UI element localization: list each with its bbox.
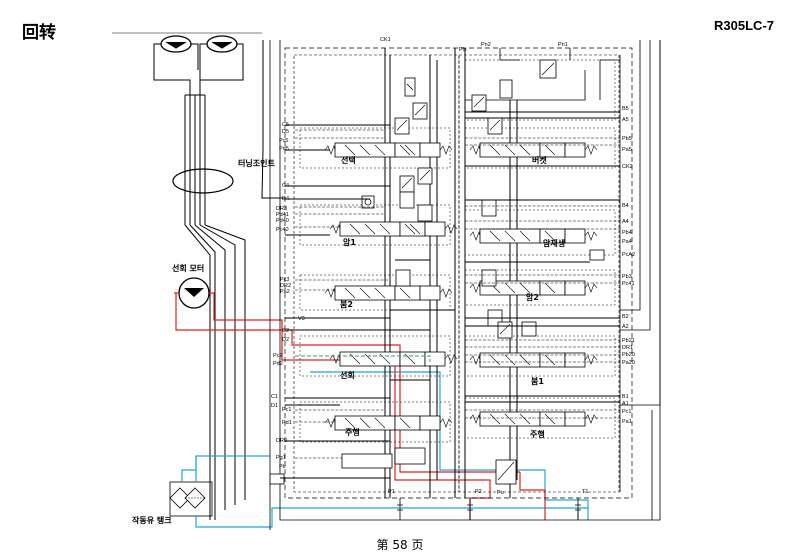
port-c5: C5 bbox=[282, 122, 289, 128]
port-pca2: PcA2 bbox=[622, 252, 635, 258]
port-pc41: Pc41 bbox=[622, 281, 635, 287]
port-b1: B1 bbox=[622, 394, 629, 400]
hydraulic-tank bbox=[169, 481, 213, 517]
port-pb3: Pb3 bbox=[622, 274, 632, 280]
spool-label-swing: 선회 bbox=[340, 370, 355, 380]
swing-motor-label: 선회 모터 bbox=[172, 263, 204, 273]
port-pb21: Pb21 bbox=[622, 338, 635, 344]
port-a5: A5 bbox=[622, 117, 629, 123]
spool-label-arm1: 암1 bbox=[343, 237, 356, 247]
spool-label-arm2: 암2 bbox=[526, 292, 539, 302]
port-pd1: Pd1 bbox=[282, 420, 292, 426]
port-v3: V3 bbox=[298, 316, 305, 322]
port-pa20: Pa20 bbox=[622, 360, 635, 366]
port-pg1: Pg1 bbox=[276, 455, 286, 461]
port-labels: CK1 Pls Pn2 Pn1 B5 A5 Pb5 Pa5 CK2 C5 D5 … bbox=[271, 37, 635, 496]
port-pls: Pls bbox=[459, 47, 467, 53]
pump-lines bbox=[390, 344, 546, 520]
spool-label-travel-right: 주행 bbox=[530, 429, 545, 439]
control-valve-block bbox=[269, 40, 661, 530]
port-pb4: Pb4 bbox=[622, 230, 632, 236]
port-pc5: Pc5 bbox=[279, 138, 288, 144]
port-b4: B4 bbox=[622, 203, 629, 209]
port-d1: D1 bbox=[271, 403, 278, 409]
port-dr3: DR3 bbox=[276, 206, 287, 212]
port-a2: A2 bbox=[622, 324, 629, 330]
port-pn2: Pn2 bbox=[481, 42, 491, 48]
main-lines bbox=[280, 111, 620, 479]
port-pc40: Pc40 bbox=[276, 227, 289, 233]
port-dr2: DR2 bbox=[280, 283, 291, 289]
port-a4: A4 bbox=[622, 219, 629, 225]
port-pc1-r: Pc1 bbox=[622, 409, 631, 415]
port-dr1: DR1 bbox=[622, 345, 633, 351]
port-ck2: CK2 bbox=[622, 164, 633, 170]
port-pc3: Pc3 bbox=[280, 277, 289, 283]
valve-arrows bbox=[396, 62, 555, 481]
port-pb20: Pb20 bbox=[622, 352, 635, 358]
spool-label-travel-left: 주행 bbox=[345, 427, 360, 437]
port-b5: B5 bbox=[622, 106, 629, 112]
port-pd2: Pd2 bbox=[273, 361, 283, 367]
port-d5: D5 bbox=[282, 129, 289, 135]
port-c2: C2 bbox=[282, 328, 289, 334]
model-name: R305LC-7 bbox=[714, 18, 774, 33]
spool-label-bucket: 버켓 bbox=[532, 155, 547, 165]
port-pa5-r: Pa5 bbox=[622, 147, 632, 153]
port-pa4: Pa4 bbox=[622, 239, 632, 245]
port-pd5: Pd5 bbox=[279, 146, 289, 152]
swivel-joint bbox=[172, 40, 285, 520]
port-t1: T1 bbox=[582, 489, 588, 495]
spool-label-boom2: 붐2 bbox=[340, 299, 353, 309]
swivel-joint-label: 터닝조인트 bbox=[238, 158, 275, 168]
port-c4: C4 bbox=[282, 183, 289, 189]
spool-label-arm-regen: 암재생 bbox=[543, 238, 565, 248]
port-p1: P1 bbox=[388, 489, 395, 495]
port-pd40: Pd40 bbox=[276, 218, 289, 224]
port-d4: D4 bbox=[282, 196, 289, 202]
port-pa2: Pa2 bbox=[280, 289, 290, 295]
relief-valves bbox=[269, 59, 605, 485]
port-pu: Pu bbox=[497, 490, 504, 496]
page-title: 回转 bbox=[22, 23, 56, 43]
port-pc2: Pc2 bbox=[273, 353, 282, 359]
port-c1: C1 bbox=[271, 394, 278, 400]
port-ptr: Ptr bbox=[279, 464, 286, 470]
port-d2: D2 bbox=[282, 337, 289, 343]
spool-sections bbox=[334, 142, 586, 431]
spool-envelopes bbox=[299, 59, 616, 443]
pilot-lines-left bbox=[295, 129, 620, 459]
port-pb5-r: Pb5 bbox=[622, 136, 632, 142]
pump-connectors bbox=[397, 498, 581, 520]
hydraulic-tank-label: 작동유 탱크 bbox=[132, 515, 172, 525]
port-p2: P2 bbox=[475, 489, 482, 495]
port-ck1: CK1 bbox=[380, 37, 391, 43]
port-pd41: Pd41 bbox=[276, 212, 289, 218]
page-number: 第 58 页 bbox=[376, 538, 424, 552]
spool-label-boom1: 붐1 bbox=[531, 376, 544, 386]
port-b2: B2 bbox=[622, 314, 629, 320]
spool-label-swing-top: 선택 bbox=[341, 155, 356, 165]
swing-pilot-line bbox=[295, 355, 431, 362]
port-pc1: Pc1 bbox=[282, 407, 291, 413]
travel-motors bbox=[112, 32, 262, 140]
port-a1: A1 bbox=[622, 401, 629, 407]
port-dr0: DR0 bbox=[276, 438, 287, 444]
port-pa1: Pa1 bbox=[622, 419, 632, 425]
port-pn1: Pn1 bbox=[558, 42, 568, 48]
